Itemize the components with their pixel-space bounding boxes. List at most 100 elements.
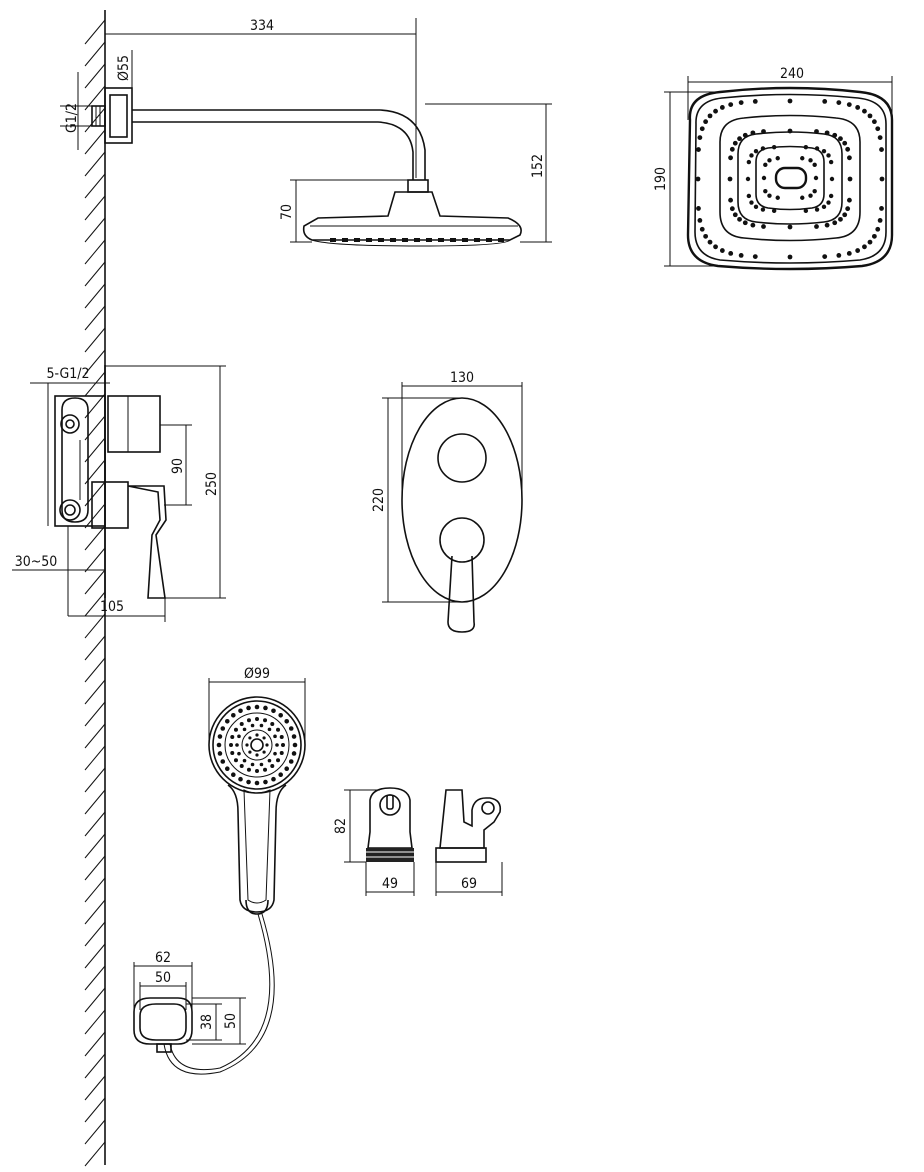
hatch-line	[84, 327, 106, 353]
nozzle-dot	[763, 162, 768, 168]
nozzle-dot	[832, 220, 838, 226]
dimension-105: 105	[68, 598, 166, 622]
nozzle-dot	[775, 195, 780, 200]
dimension-152: 152	[425, 103, 552, 243]
nozzle-dot	[862, 108, 867, 114]
hatch-line	[84, 107, 106, 133]
head-nozzles-side	[330, 238, 504, 242]
nozzle-dot	[822, 254, 828, 260]
nozzle-dot	[270, 764, 275, 769]
hatch-line	[84, 855, 106, 881]
dimension-334: 334	[105, 18, 417, 178]
nozzle-dot	[879, 206, 884, 211]
side-nozzle	[414, 238, 420, 242]
nozzle-dot	[697, 135, 703, 140]
side-nozzle	[330, 238, 336, 242]
nozzle-dot	[824, 222, 830, 228]
nozzle-dot	[800, 195, 805, 200]
nozzle-dot	[838, 216, 843, 222]
nozzle-dot	[284, 719, 290, 724]
label-190: 190	[653, 167, 669, 191]
nozzle-dot	[263, 705, 268, 711]
dimension-190: 190	[653, 91, 720, 267]
nozzle-dot	[279, 734, 284, 739]
hatch-line	[84, 547, 106, 573]
nozzle-dot	[267, 758, 272, 763]
nozzle-dot	[245, 743, 249, 747]
nozzle-dot	[879, 176, 885, 182]
nozzle-dot	[760, 207, 766, 212]
nozzle-dot	[753, 204, 759, 210]
head-front-nozzles	[695, 98, 885, 260]
nozzle-dot	[787, 128, 793, 134]
nozzle-dot	[862, 244, 867, 250]
nozzle-dot	[262, 750, 266, 754]
side-nozzle	[474, 238, 480, 242]
nozzle-dot	[761, 129, 766, 134]
hatch-line	[84, 239, 106, 265]
side-nozzle	[366, 238, 372, 242]
nozzle-dot	[728, 155, 733, 161]
wall-elbow	[133, 997, 193, 1053]
dimension-130: 130	[401, 370, 523, 494]
nozzle-dot	[281, 743, 285, 747]
nozzle-dot	[847, 197, 852, 203]
nozzle-dot	[246, 779, 251, 785]
nozzle-dot	[255, 717, 259, 721]
nozzle-dot	[254, 780, 260, 786]
nozzle-dot	[699, 126, 705, 132]
nozzle-dot	[248, 736, 252, 740]
nozzle-dot	[832, 132, 838, 138]
nozzle-dot	[278, 772, 283, 778]
nozzle-dot	[237, 734, 241, 739]
nozzle-dot	[836, 253, 842, 258]
hatch-line	[84, 1119, 106, 1145]
nozzle-dot	[255, 733, 259, 737]
nozzle-dot	[742, 220, 748, 226]
hatch-line	[84, 657, 106, 683]
nozzle-dot	[767, 158, 772, 163]
nozzle-dot	[220, 759, 226, 764]
nozzle-dot	[220, 726, 226, 731]
nozzle-dot	[246, 718, 251, 723]
nozzle-dot	[239, 721, 244, 726]
nozzle-dot	[259, 762, 264, 767]
nozzle-dot	[761, 175, 767, 181]
hatch-line	[84, 701, 106, 727]
hatch-line	[84, 151, 106, 177]
nozzle-dot	[719, 248, 725, 253]
nozzle-dot	[753, 148, 759, 154]
side-nozzle	[378, 238, 384, 242]
nozzle-dot	[237, 751, 241, 756]
nozzle-dot	[238, 776, 243, 782]
nozzle-dot	[803, 208, 809, 214]
side-nozzle	[450, 238, 456, 242]
nozzle-dot	[697, 218, 703, 223]
mixer-front-plate	[401, 397, 523, 633]
nozzle-dot	[842, 212, 848, 218]
nozzle-dot	[713, 244, 718, 250]
nozzle-dot	[746, 159, 752, 165]
hatch-line	[84, 613, 106, 639]
side-nozzle	[390, 238, 396, 242]
dimension-50-side: 50	[192, 997, 246, 1045]
hatch-line	[84, 767, 106, 793]
nozzle-dot	[829, 176, 835, 182]
nozzle-dot	[707, 113, 713, 119]
nozzle-dot	[752, 254, 758, 260]
nozzle-dot	[696, 147, 701, 152]
nozzle-dot	[255, 769, 259, 773]
nozzle-dot	[877, 135, 883, 140]
nozzle-dot	[847, 176, 853, 182]
nozzle-dot	[224, 766, 230, 771]
hatch-line	[84, 371, 106, 397]
hatch-line	[84, 811, 106, 837]
hatch-line	[84, 679, 106, 705]
hatch-line	[84, 943, 106, 969]
hand-shower-nozzles	[216, 704, 298, 786]
dimension-90: 90	[160, 424, 192, 506]
dimension-250: 250	[105, 365, 226, 599]
hatch-line	[84, 503, 106, 529]
hatch-line	[84, 591, 106, 617]
